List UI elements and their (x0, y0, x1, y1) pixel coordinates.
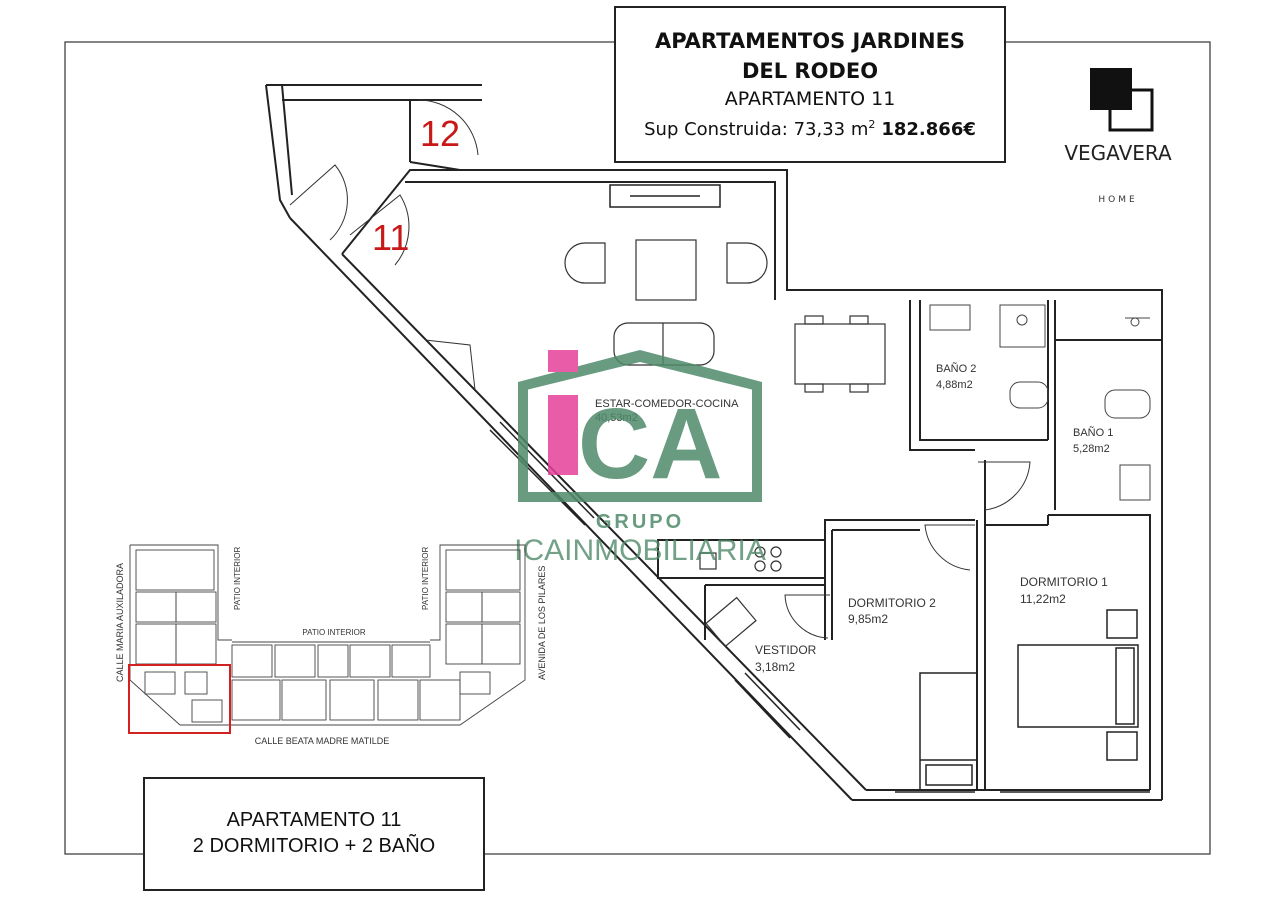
keyplan-street-bottom: CALLE BEATA MADRE MATILDE (255, 736, 390, 746)
title-box: APARTAMENTOS JARDINES DEL RODEO APARTAME… (614, 6, 1006, 163)
room-bath1-name: BAÑO 1 (1073, 426, 1113, 439)
room-bath1-area: 5,28m2 (1073, 443, 1110, 455)
door-number-11: 11 (372, 217, 409, 258)
keyplan-patio-center: PATIO INTERIOR (302, 628, 365, 637)
brand-tagline: HOME (1098, 195, 1138, 205)
apartment-walls (265, 84, 1163, 801)
watermark-company: ICAINMOBILIARIA (514, 534, 766, 567)
keyplan-street-left: CALLE MARIA AUXILADORA (115, 563, 125, 682)
area-unit-sup: 2 (868, 118, 876, 131)
ica-watermark: CA (518, 350, 762, 502)
vegavera-logo-mark (1090, 68, 1154, 132)
price: 182.866€ (881, 119, 976, 140)
room-bed1-name: DORMITORIO 1 (1020, 575, 1108, 589)
summary-box: APARTAMENTO 11 2 DORMITORIO + 2 BAÑO (143, 777, 485, 891)
room-bed1-area: 11,22m2 (1020, 592, 1066, 606)
keyplan-street-right: AVENIDA DE LOS PILARES (537, 566, 547, 680)
room-bed2-area: 9,85m2 (848, 612, 888, 626)
door-number-12: 12 (420, 113, 460, 154)
room-closet-name: VESTIDOR (755, 643, 817, 657)
watermark-letters-ca: CA (578, 388, 722, 500)
room-closet-area: 3,18m2 (755, 660, 795, 674)
keyplan-highlight (128, 664, 231, 734)
room-bed2-name: DORMITORIO 2 (848, 596, 936, 610)
room-bath2-name: BAÑO 2 (936, 362, 976, 375)
area-price-line: Sup Construida: 73,33 m2 182.866€ (616, 112, 1004, 143)
summary-rooms: 2 DORMITORIO + 2 BAÑO (192, 835, 436, 857)
brand-name: VEGAVERA (1064, 141, 1172, 165)
watermark-group: GRUPO (596, 511, 684, 533)
unit-label: APARTAMENTO 11 (724, 88, 896, 110)
keyplan-patio-right: PATIO INTERIOR (421, 547, 430, 610)
summary-unit: APARTAMENTO 11 (226, 809, 402, 831)
room-bath2-area: 4,88m2 (936, 379, 973, 391)
room-living-name: ESTAR-COMEDOR-COCINA (595, 398, 739, 410)
project-title: APARTAMENTOS JARDINES DEL RODEO (654, 29, 966, 83)
keyplan-patio-left: PATIO INTERIOR (233, 547, 242, 610)
keyplan (129, 544, 526, 726)
built-area: Sup Construida: 73,33 m (644, 119, 869, 140)
bath-fixtures (929, 304, 1151, 501)
bedroom-furniture (919, 609, 1139, 791)
room-living-area: 40,53m2 (595, 412, 638, 424)
door-swings (289, 99, 1031, 639)
